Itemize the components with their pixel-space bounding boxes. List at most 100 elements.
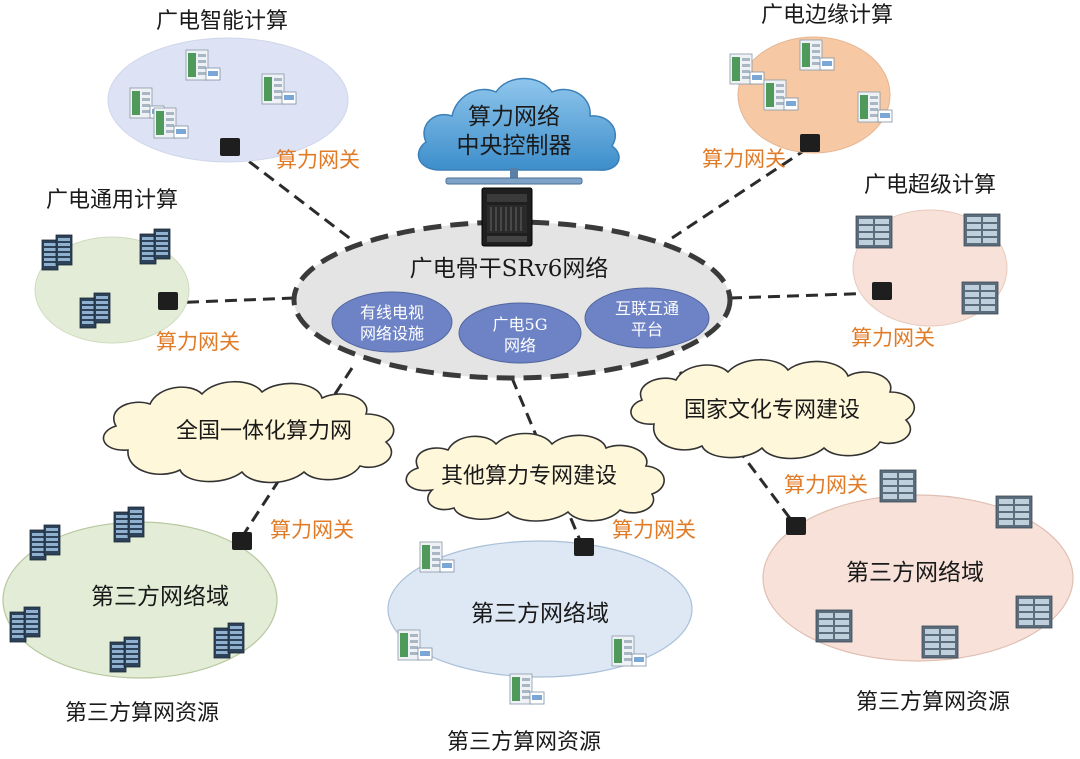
server-tower-icon xyxy=(185,49,221,81)
resource-mid-label: 第三方算网资源 xyxy=(447,730,601,755)
server-rack-icon xyxy=(29,524,61,561)
gateway-third-left-label: 算力网关 xyxy=(270,518,354,542)
domain-third-left-label: 第三方网络域 xyxy=(91,584,229,610)
server-rack-icon xyxy=(113,506,145,543)
cloud-culture-label: 国家文化专网建设 xyxy=(684,398,860,423)
server-rack-icon xyxy=(79,292,111,329)
gateway-third-mid-label: 算力网关 xyxy=(612,518,696,542)
sub-network-interconnect-line1: 互联互通 xyxy=(615,299,679,318)
cloud-national: 全国一体化算力网 xyxy=(102,381,395,484)
server-cabinet-icon xyxy=(879,469,917,503)
server-rack-icon xyxy=(139,228,171,265)
cloud-culture: 国家文化专网建设 xyxy=(630,359,916,460)
server-tower-icon xyxy=(153,107,189,139)
backbone-title: 广电骨干SRv6网络 xyxy=(410,256,609,282)
server-tower-icon xyxy=(763,79,799,111)
link-third-mid xyxy=(510,377,584,546)
cloud-other-shape xyxy=(405,432,665,522)
gateway-switch-icon xyxy=(800,134,820,152)
gateway-switch-icon xyxy=(220,138,240,156)
gateway-third-mid: 算力网关 xyxy=(574,518,696,556)
resource-left-label: 第三方算网资源 xyxy=(65,701,219,726)
gateway-edge: 算力网关 xyxy=(702,134,820,171)
domain-general-label: 广电通用计算 xyxy=(46,188,178,213)
server-tower-icon xyxy=(799,39,835,71)
domain-super-label: 广电超级计算 xyxy=(864,173,996,198)
domain-edge-area xyxy=(737,36,891,154)
gateway-third-left: 算力网关 xyxy=(232,518,354,550)
sub-network-cable-tv-line1: 有线电视 xyxy=(360,303,424,322)
server-tower-icon xyxy=(261,73,297,105)
domain-edge-label: 广电边缘计算 xyxy=(761,3,893,28)
link-super xyxy=(729,291,881,300)
gateway-switch-icon xyxy=(574,538,594,556)
cloud-other-label: 其他算力专网建设 xyxy=(441,464,617,489)
server-icons xyxy=(9,39,1053,705)
gateway-edge-label: 算力网关 xyxy=(702,147,786,171)
domain-intelligent-label: 广电智能计算 xyxy=(156,9,288,34)
sub-network-cable-tv-shape xyxy=(331,291,453,353)
sub-network-5g-line2: 网络 xyxy=(504,336,536,355)
gateway-switch-icon xyxy=(158,292,178,310)
domain-edge: 广电边缘计算 xyxy=(737,3,893,154)
central-controller: 算力网络 中央控制器 xyxy=(417,77,620,247)
server-cabinet-icon xyxy=(961,281,999,315)
cloud-icon xyxy=(417,77,620,171)
server-cabinet-icon xyxy=(815,609,853,643)
gateway-third-right-label: 算力网关 xyxy=(784,473,868,497)
server-tower-icon xyxy=(611,635,647,667)
core-router-icon xyxy=(481,187,533,247)
sub-network-cable-tv: 有线电视 网络设施 xyxy=(331,291,453,353)
sub-network-5g: 广电5G 网络 xyxy=(458,302,582,364)
gateway-super-label: 算力网关 xyxy=(851,326,935,350)
domain-third-left: 第三方网络域 xyxy=(2,521,278,679)
controller-line2: 中央控制器 xyxy=(457,133,572,159)
link-general xyxy=(167,296,296,305)
link-intelligent xyxy=(233,148,353,242)
server-tower-icon xyxy=(397,629,433,661)
server-rack-icon xyxy=(41,234,73,271)
gateway-third-right: 算力网关 xyxy=(784,473,868,535)
server-tower-icon xyxy=(509,673,545,705)
server-rack-icon xyxy=(9,606,41,643)
gateway-switch-icon xyxy=(786,517,806,535)
domain-third-mid-label: 第三方网络域 xyxy=(471,601,609,627)
stand-neck xyxy=(510,168,518,180)
gateway-switch-icon xyxy=(232,532,252,550)
server-cabinet-icon xyxy=(963,213,1001,247)
gateway-super: 算力网关 xyxy=(851,282,935,350)
gateway-intelligent: 算力网关 xyxy=(220,138,360,172)
controller-line1: 算力网络 xyxy=(468,104,560,130)
gateway-general: 算力网关 xyxy=(156,292,240,354)
gateway-switch-icon xyxy=(872,282,892,300)
gateway-intelligent-label: 算力网关 xyxy=(276,148,360,172)
link-edge xyxy=(671,146,809,240)
server-cabinet-icon xyxy=(995,495,1033,529)
sub-network-5g-line1: 广电5G xyxy=(493,315,548,334)
server-tower-icon xyxy=(857,91,893,123)
cloud-culture-shape xyxy=(630,359,916,460)
server-tower-icon xyxy=(729,53,765,85)
cloud-national-shape xyxy=(102,381,395,484)
stand-base xyxy=(445,177,583,185)
sub-network-interconnect-shape xyxy=(584,287,710,349)
sub-network-interconnect: 互联互通 平台 xyxy=(584,287,710,349)
sub-network-5g-shape xyxy=(458,302,582,364)
server-rack-icon xyxy=(109,636,141,673)
gateways: 算力网关 算力网关 算力网关 算力网关 算力网关 算力网关 算力网关 xyxy=(156,134,935,556)
domain-third-right-label: 第三方网络域 xyxy=(846,560,984,586)
server-tower-icon xyxy=(419,541,455,573)
cloud-national-label: 全国一体化算力网 xyxy=(176,419,352,444)
server-cabinet-icon xyxy=(921,625,959,659)
resource-right-label: 第三方算网资源 xyxy=(856,690,1010,715)
server-rack-icon xyxy=(213,622,245,659)
sub-network-cable-tv-line2: 网络设施 xyxy=(360,324,424,343)
gateway-general-label: 算力网关 xyxy=(156,330,240,354)
cloud-other: 其他算力专网建设 xyxy=(405,432,665,522)
sub-network-interconnect-line2: 平台 xyxy=(631,320,663,339)
server-cabinet-icon xyxy=(1015,595,1053,629)
server-cabinet-icon xyxy=(855,215,893,249)
backbone-network: 广电骨干SRv6网络 有线电视 网络设施 广电5G 网络 互联互通 平台 xyxy=(291,219,733,381)
